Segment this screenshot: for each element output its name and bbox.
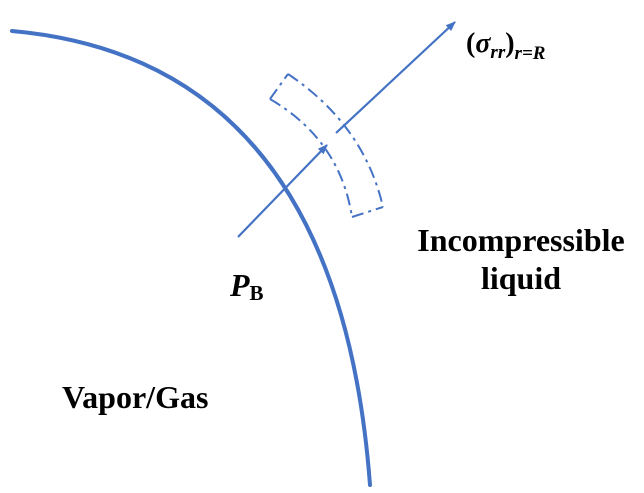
vapor-gas-label: Vapor/Gas — [62, 379, 208, 415]
pressure-subscript: B — [250, 281, 264, 305]
control-element-bottom-cap — [351, 206, 384, 218]
sigma-symbol: σ — [475, 28, 491, 59]
control-element-top-cap — [269, 73, 289, 100]
control-element-outer-arc — [287, 73, 384, 208]
sigma-subscript: rr — [490, 42, 505, 63]
radial-stress-arrow — [335, 21, 456, 134]
radial-stress-label: (σrr)r=R — [466, 28, 545, 64]
paren-open: ( — [466, 28, 475, 59]
pressure-symbol: P — [229, 267, 250, 303]
evaluation-subscript: r=R — [515, 43, 546, 64]
pressure-arrow — [237, 144, 328, 238]
bubble-interface-curve — [10, 29, 372, 487]
liquid-label-line-2: liquid — [481, 260, 561, 296]
pressure-label: PB — [229, 267, 264, 305]
paren-close: ) — [505, 28, 514, 59]
control-element-inner-arc — [269, 98, 353, 218]
liquid-label-line-1: Incompressible — [417, 222, 624, 258]
